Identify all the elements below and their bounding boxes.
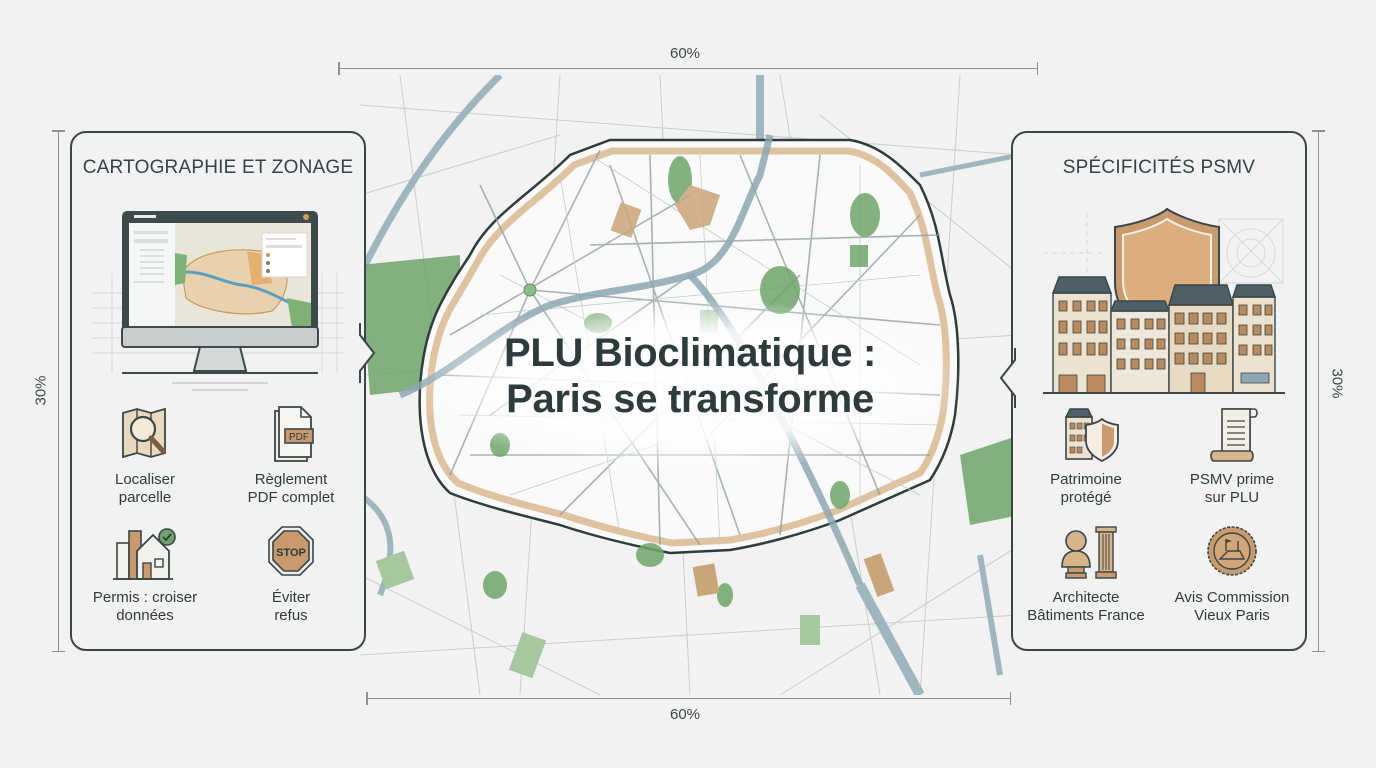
pdf-badge-text: PDF	[289, 432, 309, 443]
cartography-panel-title: CARTOGRAPHIE ET ZONAGE	[82, 157, 354, 178]
bust-column-icon	[1061, 526, 1117, 579]
title-line-2: Paris se transforme	[506, 377, 874, 421]
heritage-shield-icon	[1064, 408, 1119, 463]
shielded-buildings-icon	[1043, 207, 1285, 394]
page-title: PLU Bioclimatique : Paris se transforme	[440, 330, 940, 422]
left-dimension-label: 30%	[32, 375, 50, 406]
panel-pointer	[359, 323, 376, 383]
monitor-map-icon	[92, 211, 344, 391]
building-check-icon	[113, 528, 176, 580]
bottom-dimension-label: 60%	[670, 706, 701, 723]
seal-icon	[1207, 526, 1257, 576]
left-height-dimension	[52, 130, 66, 652]
feature-label-line2: sur PLU	[1204, 489, 1260, 506]
feature-label-line1: Avis Commission	[1174, 589, 1290, 606]
stop-sign-icon: STOP	[268, 526, 314, 576]
right-height-dimension	[1312, 130, 1326, 652]
feature-label-line2: parcelle	[118, 489, 172, 506]
scroll-icon	[1210, 408, 1258, 462]
stop-badge-text: STOP	[276, 547, 306, 559]
feature-label-line2: données	[116, 607, 174, 624]
title-line-1: PLU Bioclimatique :	[503, 331, 877, 375]
feature-label-line1: Patrimoine	[1050, 471, 1122, 488]
panel-pointer	[999, 348, 1016, 408]
psmv-panel: SPÉCIFICITÉS PSMV	[999, 131, 1307, 651]
feature-label-line1: Éviter	[271, 589, 311, 606]
feature-label-line2: Vieux Paris	[1194, 607, 1270, 624]
map-search-icon	[122, 407, 166, 459]
top-width-dimension	[338, 62, 1038, 76]
psmv-panel-title: SPÉCIFICITÉS PSMV	[1062, 157, 1256, 178]
top-dimension-label: 60%	[670, 45, 701, 62]
feature-label-line2: PDF complet	[247, 489, 335, 506]
pdf-document-icon: PDF	[274, 406, 314, 462]
feature-label-line2: Bâtiments France	[1027, 607, 1145, 624]
feature-label-line1: Permis : croiser	[92, 589, 198, 606]
feature-label-line1: Localiser	[114, 471, 176, 488]
right-dimension-label: 30%	[1328, 368, 1346, 399]
feature-label-line1: Architecte	[1052, 589, 1120, 606]
bottom-width-dimension	[366, 692, 1011, 706]
feature-label-line1: Règlement	[254, 471, 328, 488]
cartography-panel: CARTOGRAPHIE ET ZONAGE	[70, 131, 376, 651]
title-backdrop	[420, 300, 960, 470]
feature-label-line2: protégé	[1060, 489, 1112, 506]
feature-label-line2: refus	[274, 607, 308, 624]
feature-label-line1: PSMV prime	[1189, 471, 1275, 488]
